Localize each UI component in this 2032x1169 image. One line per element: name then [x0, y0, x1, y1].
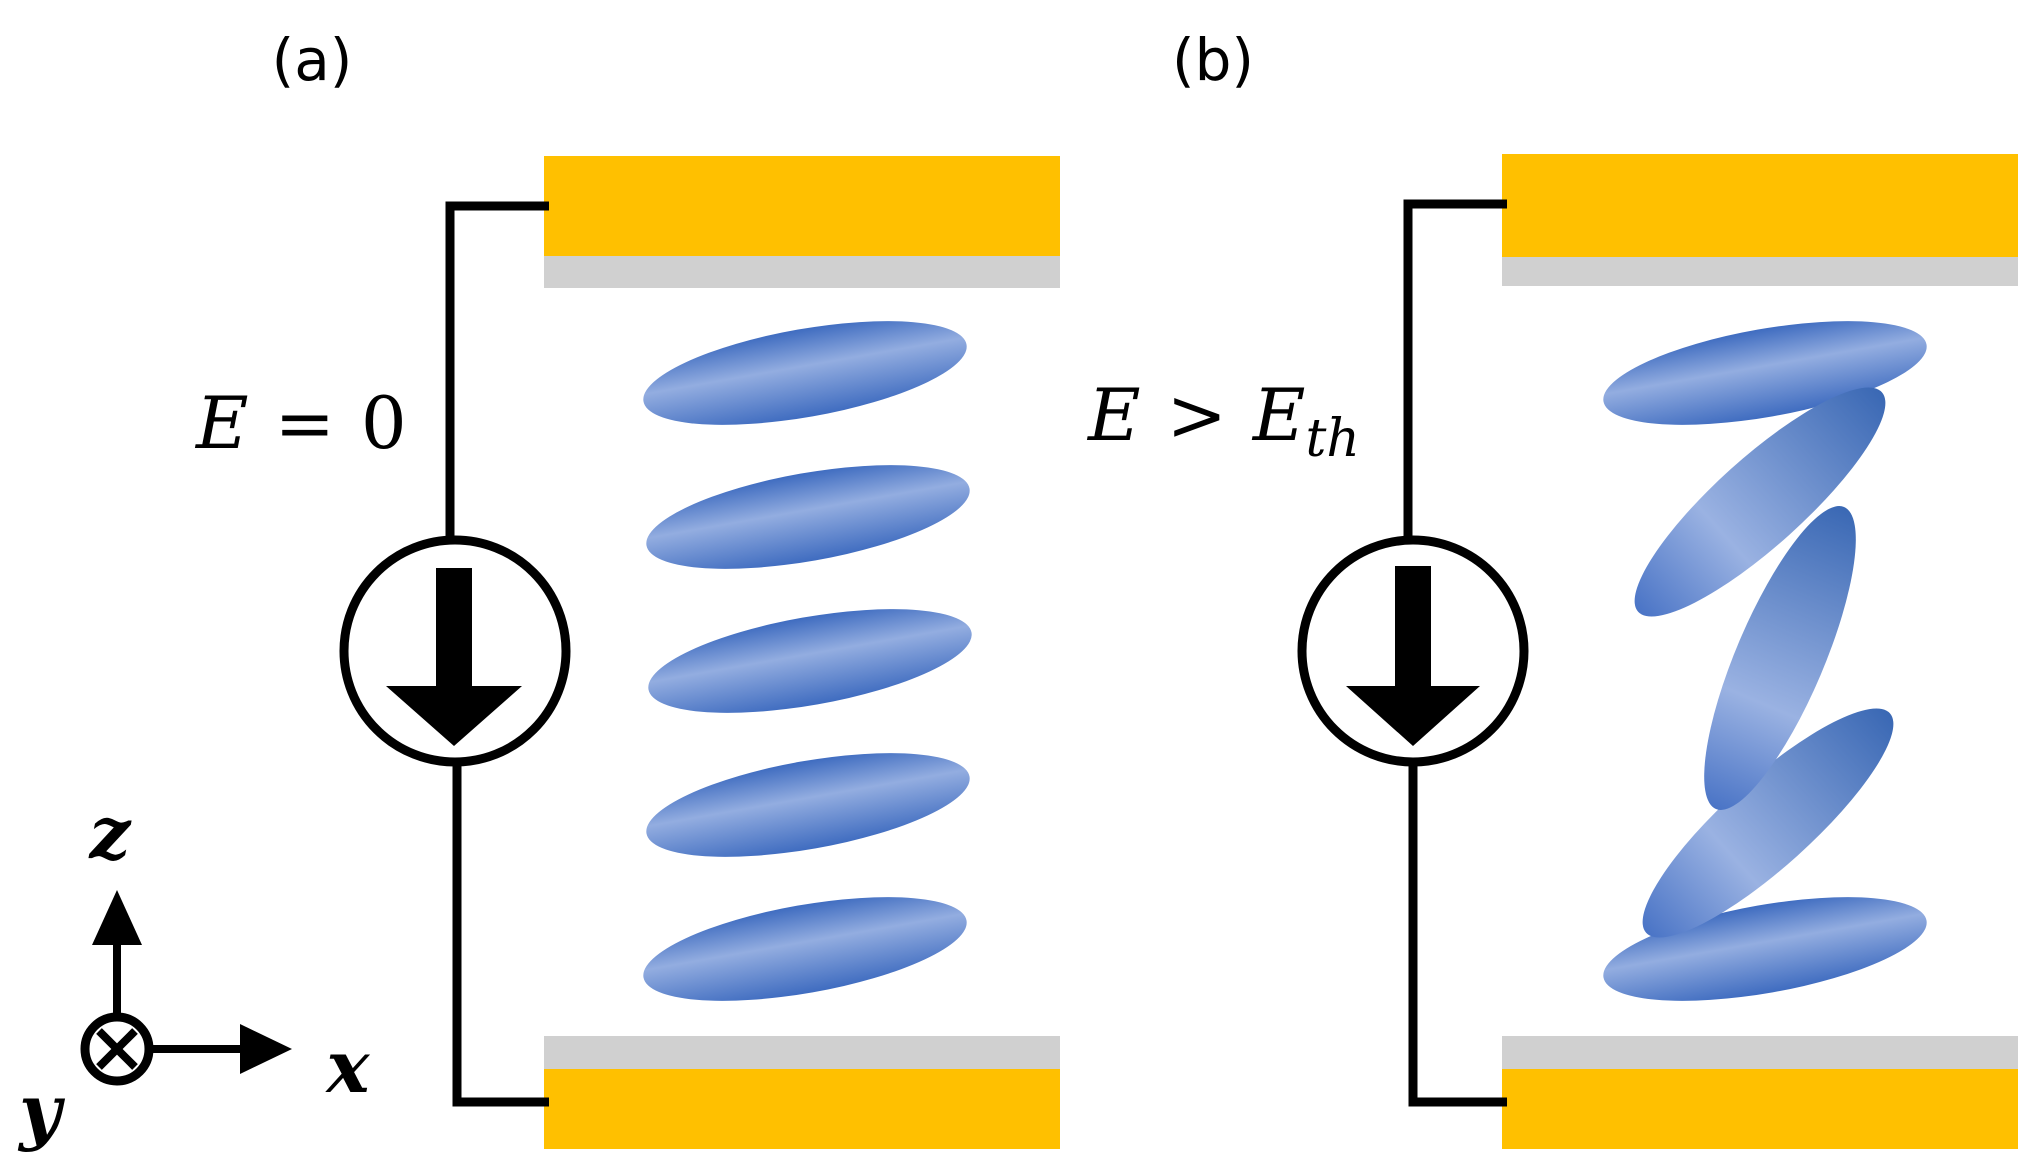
field-label-a: E=0: [194, 381, 407, 465]
coordinate-axes: z x y: [17, 790, 370, 1153]
lc-molecule: [646, 465, 970, 569]
current-source: [339, 535, 571, 767]
lc-molecule: [1642, 708, 1894, 938]
lc-molecule: [1603, 321, 1927, 425]
bottom-alignment-layer: [1502, 1036, 2018, 1069]
wire-bottom: [452, 764, 549, 1107]
top-electrode: [544, 156, 1060, 256]
lc-molecule: [646, 753, 970, 857]
wire-top: [1403, 199, 1507, 540]
bottom-alignment-layer: [544, 1036, 1060, 1069]
top-alignment-layer: [1502, 257, 2018, 286]
panel-b: (b) E>Eth: [1086, 26, 2018, 1149]
top-alignment-layer: [544, 256, 1060, 288]
lc-molecule: [1603, 897, 1927, 1001]
arrow-down-icon: [1346, 566, 1480, 746]
panel-a-label: (a): [272, 26, 353, 94]
top-electrode: [1502, 154, 2018, 257]
lc-molecule: [648, 609, 972, 713]
lc-molecule: [643, 897, 967, 1001]
panel-b-label: (b): [1172, 26, 1254, 94]
axis-z-label: z: [88, 790, 133, 875]
lc-molecule: [1704, 506, 1856, 810]
lc-molecule: [643, 321, 967, 425]
current-source: [1297, 535, 1529, 767]
lc-molecules-a: [643, 321, 972, 1001]
wire-top: [445, 201, 549, 540]
lc-molecules-b: [1603, 321, 1927, 1001]
x-arrow-icon: [240, 1024, 292, 1074]
wire-bottom: [1408, 764, 1507, 1107]
axis-x-label: x: [325, 1024, 371, 1109]
panel-a: (a) E=0: [17, 26, 1060, 1153]
bottom-electrode: [544, 1069, 1060, 1149]
bottom-electrode: [1502, 1069, 2018, 1149]
field-label-b: E>Eth: [1086, 373, 1360, 469]
axis-y-label: y: [17, 1068, 65, 1153]
z-arrow-icon: [92, 890, 142, 945]
arrow-down-icon: [386, 568, 522, 746]
lc-molecule: [1634, 387, 1886, 617]
